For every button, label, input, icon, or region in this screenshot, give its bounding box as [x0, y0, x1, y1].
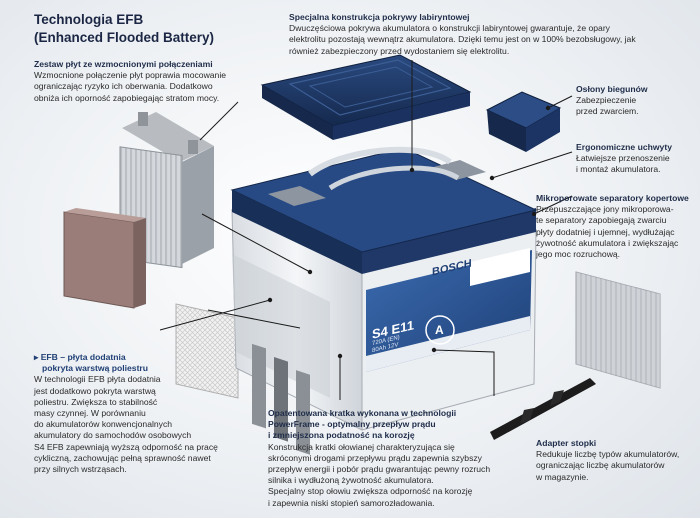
callout-separators-line: te separatory zapobiegają zwarciu [536, 215, 667, 226]
battery-label [366, 248, 532, 372]
callout-efb-plate-line: jest dodatkowo pokryta warstwą [34, 385, 156, 396]
callout-grid-heading-3: i zmniejszona podatność na korozję [268, 430, 415, 441]
callout-plates-line: Wzmocnione połączenie płyt poprawia moco… [34, 70, 227, 81]
callout-handles-line: Łatwiejsze przenoszenie [576, 153, 670, 164]
callout-terminal-covers-line: przed zwarciem. [576, 106, 639, 117]
callout-terminal-covers: Osłony biegunów Zabezpieczenie przed zwa… [576, 84, 696, 118]
callout-efb-plate-line: masy czynnej. W porównaniu [34, 408, 146, 419]
callout-separators-line: płyty dodatniej i ujemnej, wydłużając [536, 226, 675, 237]
callout-grid-line: Specjalny stop ołowiu zwiększa odporność… [268, 486, 473, 497]
terminal-cover [485, 91, 562, 152]
title-line-2: (Enhanced Flooded Battery) [34, 30, 215, 45]
callout-efb-plate-heading-1: ▸ EFB – płyta dodatnia [34, 352, 126, 362]
callout-efb-plate-line: cykliczną, zachowując pełną sprawność na… [34, 452, 211, 463]
callout-adapter-line: Redukuje liczbę typów akumulatorów, [536, 449, 680, 460]
callout-handles: Ergonomiczne uchwyty Łatwiejsze przenosz… [576, 142, 696, 176]
title-line-1: Technologia EFB [34, 12, 144, 27]
callout-grid-line: skróconymi drogami przepływu prądu zapew… [268, 452, 482, 463]
callout-grid-line: Konstrukcja kratki ołowianej charakteryz… [268, 441, 455, 452]
callout-handles-line: i montaż akumulatora. [576, 164, 661, 175]
efb-plate [63, 208, 146, 309]
callout-plates-heading: Zestaw płyt ze wzmocnionymi połączeniami [34, 59, 213, 69]
callout-grid-line: silnika i wydłużoną żywotność akumulator… [268, 475, 434, 486]
callout-plates-line: ograniczając ryzyko ich oberwania. Dodat… [34, 81, 213, 92]
callout-adapter-line: ograniczając liczbę akumulatorów [536, 460, 665, 471]
callout-cover-line: również zabezpieczony przed wydostaniem … [289, 45, 510, 56]
labyrinth-cover [260, 54, 472, 140]
battery-badge: A [435, 323, 444, 337]
callout-adapter: Adapter stopki Redukuje liczbę typów aku… [536, 438, 696, 483]
callout-adapter-line: w magazynie. [536, 471, 589, 482]
leader-lines [159, 60, 573, 400]
callout-efb-plate-line: W technologii EFB płyta dodatnia [34, 374, 161, 385]
foot-adapter [490, 378, 596, 440]
callout-efb-plate-heading-2: pokryta warstwą poliestru [42, 363, 149, 374]
powerframe-grid [175, 303, 239, 399]
callout-terminal-covers-heading: Osłony biegunów [576, 84, 648, 94]
callout-plates: Zestaw płyt ze wzmocnionymi połączeniami… [34, 59, 264, 104]
callout-cover: Specjalna konstrukcja pokrywy labiryntow… [289, 12, 689, 57]
envelope-separator [575, 271, 661, 389]
callout-grid-heading-2: PowerFrame - optymalny przepływ prądu [268, 419, 436, 430]
callout-terminal-covers-line: Zabezpieczenie [576, 95, 637, 106]
callout-efb-plate-line: do akumulatorów konwencjonalnych [34, 419, 173, 430]
callout-efb-plate-line: przy silnych wstrząsach. [34, 464, 127, 475]
callout-cover-line: elektrolitu pozostają wewnątrz akumulato… [289, 34, 636, 45]
callout-cover-line: Dwuczęściowa pokrywa akumulatora o konst… [289, 23, 610, 34]
callout-plates-line: obniża ich oporność zapobiegając stratom… [34, 92, 220, 103]
page-title: Technologia EFB (Enhanced Flooded Batter… [34, 11, 214, 47]
callout-adapter-heading: Adapter stopki [536, 438, 597, 448]
callout-separators-line: żywotność akumulatora i zwiększając [536, 237, 679, 248]
callout-separators-heading: Mikroporowate separatory kopertowe [536, 193, 689, 203]
callout-grid-line: i zapewnia niski stopień samorozładowani… [268, 497, 435, 508]
callout-grid-heading-1: Opatentowana kratka wykonana w technolog… [268, 408, 457, 418]
callout-separators: Mikroporowate separatory kopertowe Przep… [536, 193, 698, 260]
callout-separators-line: Przepuszczające jony mikroporowa- [536, 204, 674, 215]
callout-grid-line: przepływ energii i pobór prądu gwarantuj… [268, 464, 491, 475]
callout-separators-line: jego moc rozruchową. [536, 249, 621, 260]
callout-efb-plate: ▸ EFB – płyta dodatnia pokryta warstwą p… [34, 352, 264, 475]
callout-cover-heading: Specjalna konstrukcja pokrywy labiryntow… [289, 12, 470, 22]
callout-handles-heading: Ergonomiczne uchwyty [576, 142, 672, 152]
callout-efb-plate-line: S4 EFB zapewniają wyższą odporność na pr… [34, 441, 218, 452]
callout-grid: Opatentowana kratka wykonana w technolog… [268, 408, 508, 509]
callout-efb-plate-line: poliestru. Zwiększa to stabilność [34, 396, 158, 407]
callout-efb-plate-line: akumulatory do samochodów osobowych [34, 430, 192, 441]
